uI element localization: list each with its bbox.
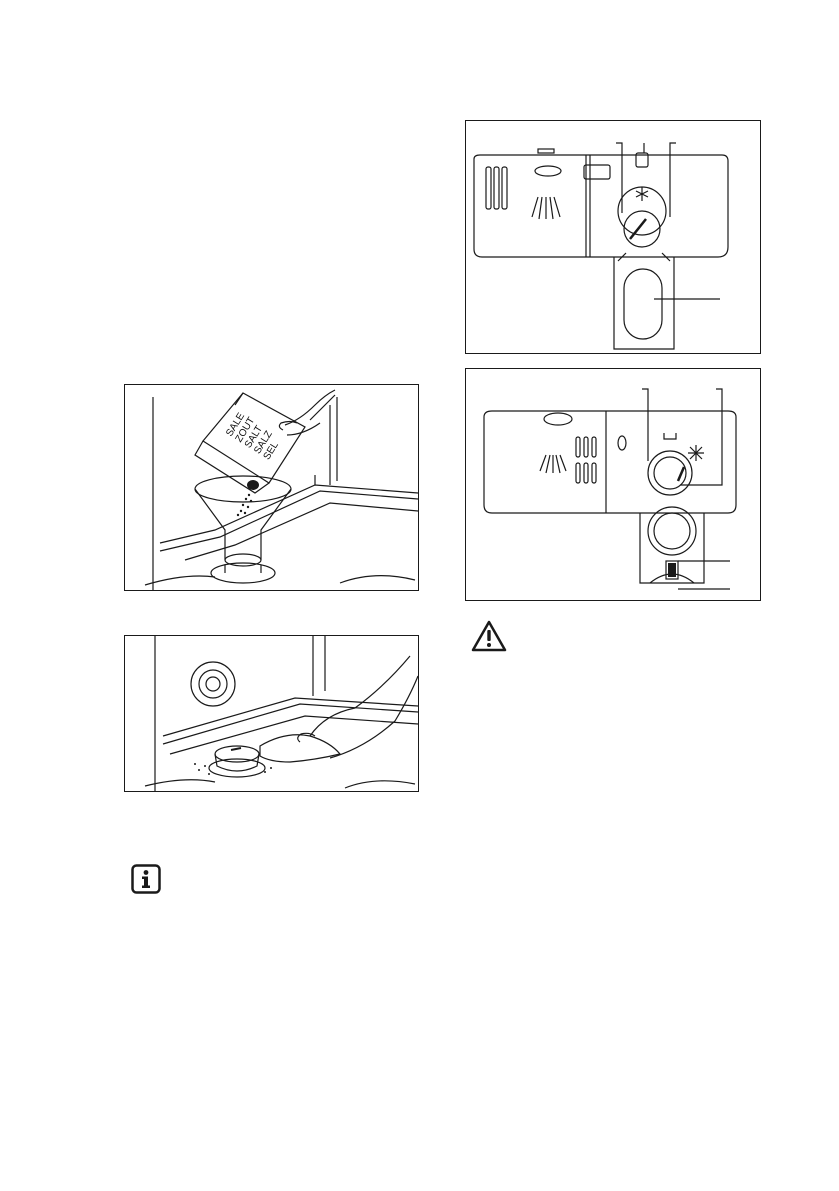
figure-wiping-salt-residue [124, 635, 419, 792]
rinse-aid-indicator-illustration [466, 369, 760, 600]
warning-triangle-icon [471, 620, 507, 652]
rinse-aid-dispenser-illustration [466, 121, 760, 353]
figure-salt-pouring: SALE ZOUT SALT SALZ SEL [124, 384, 419, 591]
wiping-illustration [125, 636, 418, 791]
salt-pouring-illustration: SALE ZOUT SALT SALZ SEL [125, 385, 418, 590]
info-icon [131, 864, 161, 894]
figure-rinse-aid-dispenser [465, 120, 761, 354]
figure-rinse-aid-indicator [465, 368, 761, 601]
